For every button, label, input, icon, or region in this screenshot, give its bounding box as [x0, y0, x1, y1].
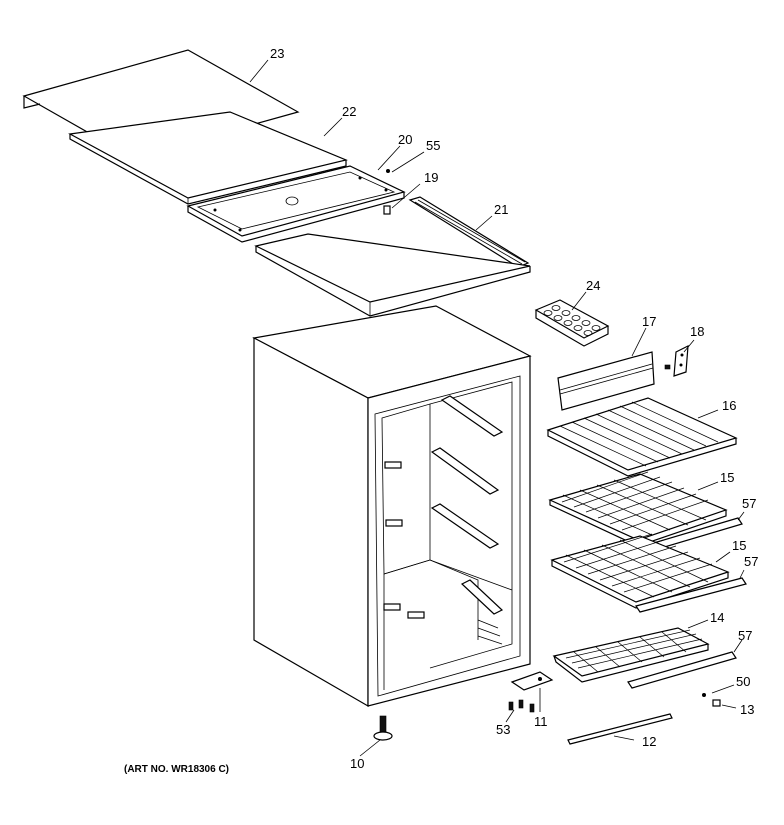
part-rod-57-middle [635, 577, 747, 613]
label-57-lower: 57 [738, 628, 752, 643]
part-hinge-11 [510, 671, 554, 691]
part-insulation-panel [68, 111, 348, 205]
label-20: 20 [398, 132, 412, 147]
part-ice-tray [534, 299, 610, 347]
label-16: 16 [722, 398, 736, 413]
label-21: 21 [494, 202, 508, 217]
part-13 [712, 699, 721, 707]
label-18: 18 [690, 324, 704, 339]
label-17: 17 [642, 314, 656, 329]
part-screw-55 [386, 169, 390, 173]
part-rail-21 [408, 196, 530, 268]
label-12: 12 [642, 734, 656, 749]
art-number: (ART NO. WR18306 C) [124, 764, 229, 775]
part-bracket-18 [664, 344, 689, 377]
label-55: 55 [426, 138, 440, 153]
label-22: 22 [342, 104, 356, 119]
label-15-lower: 15 [732, 538, 746, 553]
part-pan-17 [557, 351, 655, 411]
label-14: 14 [710, 610, 724, 625]
part-shelf-15-lower [550, 533, 730, 609]
label-10: 10 [350, 756, 364, 771]
part-screws-53 [508, 699, 535, 713]
label-24: 24 [586, 278, 600, 293]
label-57-upper: 57 [742, 496, 756, 511]
part-strip-12 [567, 713, 673, 745]
label-23: 23 [270, 46, 284, 61]
label-53: 53 [496, 722, 510, 737]
leader-lines [249, 59, 745, 757]
label-15-upper: 15 [720, 470, 734, 485]
part-clip-19 [383, 205, 391, 215]
label-11: 11 [534, 714, 548, 729]
label-50: 50 [736, 674, 750, 689]
part-50 [702, 693, 706, 697]
part-leveling-leg [373, 715, 393, 741]
label-57-middle: 57 [744, 554, 758, 569]
part-top-frame [186, 165, 406, 243]
part-rod-57-lower [627, 651, 737, 689]
part-crisper-cover-14 [552, 627, 710, 683]
label-13: 13 [740, 702, 754, 717]
part-shelf-16 [546, 397, 738, 477]
part-cabinet [252, 305, 532, 708]
part-lid [254, 233, 531, 317]
label-19: 19 [424, 170, 438, 185]
